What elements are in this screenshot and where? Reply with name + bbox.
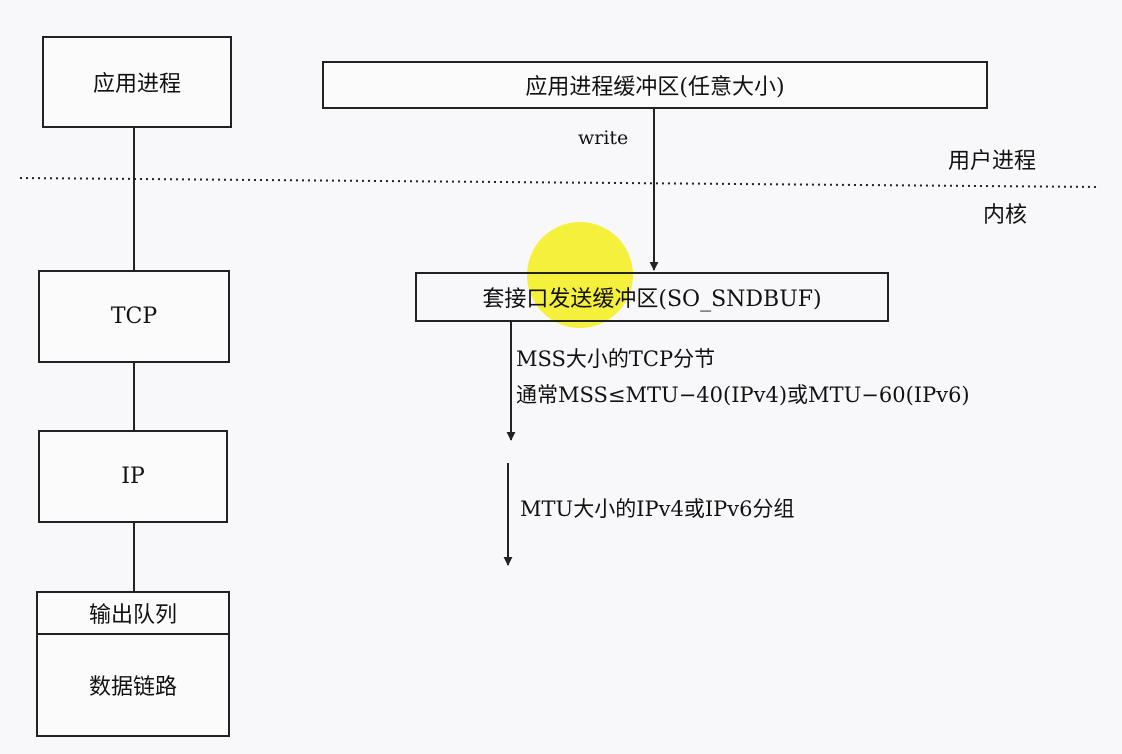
- datalink-box: 数据链路: [36, 633, 230, 737]
- datalink-label: 数据链路: [88, 675, 177, 700]
- socket-buffer-label: 套接口发送缓冲区(SO_SNDBUF): [482, 287, 822, 312]
- app-process-label: 应用进程: [92, 72, 181, 97]
- tcp-label: TCP: [110, 304, 158, 329]
- tcp-box: TCP: [38, 270, 230, 363]
- mss-segment-label: MSS大小的TCP分节: [516, 347, 716, 371]
- app-process-box: 应用进程: [42, 36, 232, 128]
- app-buffer-label: 应用进程缓冲区(任意大小): [525, 75, 785, 100]
- write-label: write: [578, 127, 629, 149]
- mtu-packet-label: MTU大小的IPv4或IPv6分组: [520, 497, 795, 521]
- socket-buffer-box: 套接口发送缓冲区(SO_SNDBUF): [415, 272, 889, 322]
- output-queue-label: 输出队列: [88, 603, 177, 628]
- user-kernel-boundary: [19, 177, 1101, 188]
- ip-box: IP: [38, 430, 228, 523]
- mss-formula-label: 通常MSS≤MTU−40(IPv4)或MTU−60(IPv6): [516, 383, 970, 407]
- highlight-marker: [527, 222, 633, 328]
- output-queue-box: 输出队列: [36, 591, 230, 635]
- app-buffer-box: 应用进程缓冲区(任意大小): [322, 61, 988, 109]
- user-process-label: 用户进程: [948, 149, 1037, 174]
- ip-label: IP: [121, 464, 145, 489]
- kernel-label: 内核: [983, 203, 1028, 228]
